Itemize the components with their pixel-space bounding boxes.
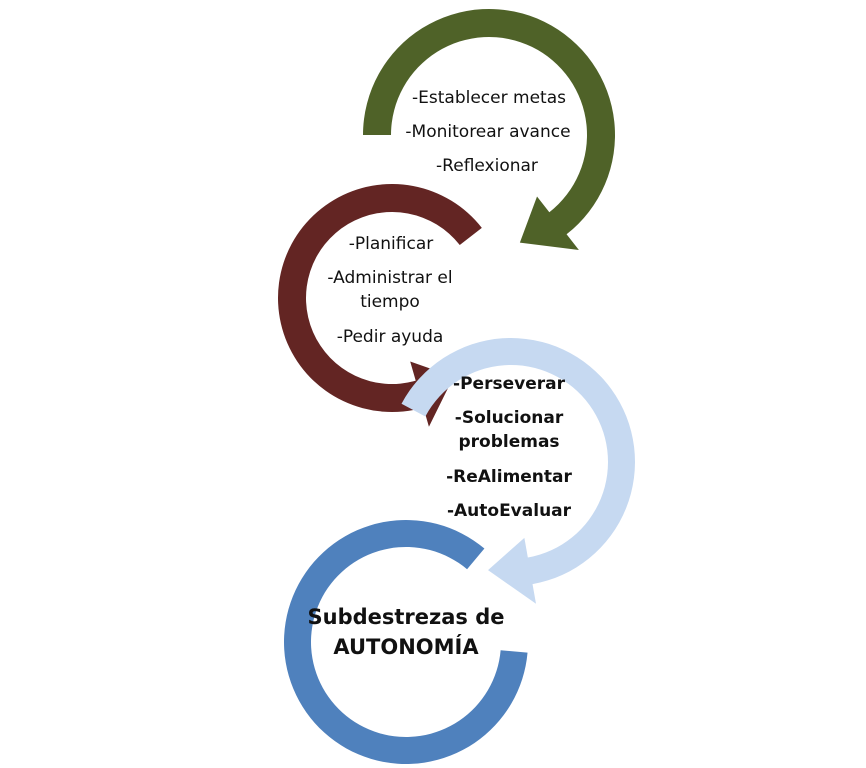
arrow-light-blue-shape [401,338,635,604]
step-green-labels: -Establecer metas -Monitorear avance -Re… [405,88,570,176]
circular-arrow-light-blue [401,338,635,604]
center-title-line-1: Subdestrezas de [308,605,505,629]
step-label: -Planificar [349,234,434,254]
step-label: -Monitorear avance [405,122,570,142]
arrow-maroon-shape [278,183,482,427]
step-label: -AutoEvaluar [447,501,572,521]
step-label: -Perseverar [453,374,566,394]
step-label: -Solucionar [455,408,564,428]
step-label: -Administrar el [327,268,452,288]
step-label: -ReAlimentar [446,467,572,487]
step-label: -Establecer metas [412,88,566,108]
step-light-blue-labels: -Perseverar -Solucionar problemas -ReAli… [446,374,572,521]
step-label: problemas [458,432,559,452]
center-title: Subdestrezas de AUTONOMÍA [308,605,505,659]
step-label: -Reflexionar [436,156,538,176]
circular-arrow-maroon [278,183,482,427]
center-title-line-2: AUTONOMÍA [333,634,479,659]
step-label: -Pedir ayuda [337,327,444,347]
step-label: tiempo [360,292,420,312]
step-maroon-labels: -Planificar -Administrar el tiempo -Pedi… [327,234,452,347]
